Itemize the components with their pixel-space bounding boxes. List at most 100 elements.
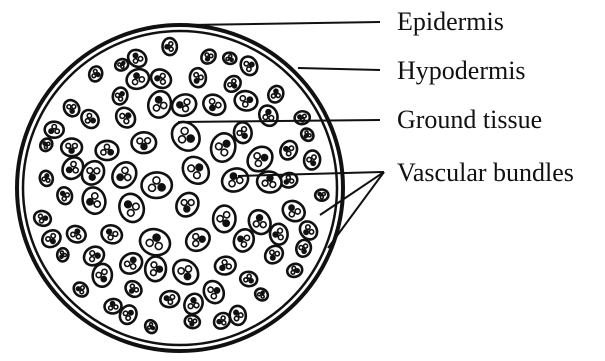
- xylem-vessel: [278, 235, 283, 240]
- xylem-vessel: [168, 299, 173, 304]
- vascular-bundle: [199, 47, 219, 67]
- bundle-sheath: [168, 255, 203, 289]
- xylem-vessel: [234, 310, 239, 315]
- xylem-vessel: [121, 61, 125, 65]
- xylem-vessel: [52, 124, 56, 128]
- bundle-sheath: [141, 172, 173, 199]
- bundle-sheath: [112, 104, 139, 131]
- bundle-sheath: [177, 152, 214, 189]
- bundle-sheath: [212, 205, 236, 233]
- bundle-sheath: [269, 223, 289, 246]
- vascular-bundle: [124, 66, 152, 92]
- bundle-sheath: [181, 291, 206, 317]
- vascular-bundle: [107, 158, 141, 193]
- vascular-bundle: [265, 83, 286, 105]
- vascular-bundle: [39, 227, 64, 251]
- vascular-bundle: [177, 152, 214, 189]
- bundle-sheath: [233, 121, 253, 144]
- xylem-vessel: [234, 316, 239, 321]
- xylem-vessel: [169, 47, 173, 51]
- xylem-vessel: [120, 91, 125, 96]
- vascular-bundle: [256, 102, 281, 128]
- xylem-vessel: [220, 148, 228, 156]
- xylem-vessel: [261, 291, 265, 295]
- xylem-vessel: [93, 200, 101, 208]
- vascular-bundle: [116, 249, 146, 278]
- xylem-vessel: [217, 215, 224, 222]
- vascular-bundle: [112, 104, 139, 131]
- xylem-vessel: [120, 65, 124, 69]
- vascular-bundles-leader-line-2: [320, 172, 384, 215]
- vascular-bundle: [162, 38, 178, 56]
- xylem-vessel: [249, 278, 254, 283]
- vascular-bundle: [255, 170, 283, 195]
- xylem-vessel: [80, 285, 85, 290]
- xylem-vessel: [69, 148, 74, 153]
- xylem-vessel: [50, 238, 56, 244]
- vascular-bundle: [238, 54, 261, 78]
- vascular-bundle: [87, 65, 104, 83]
- epidermis-label: Epidermis: [397, 7, 504, 36]
- xylem-vessel: [165, 45, 169, 49]
- vascular-bundle: [145, 89, 174, 120]
- vascular-bundle: [200, 91, 229, 119]
- xylem-vessel: [96, 272, 102, 278]
- vascular-bundle: [218, 164, 251, 195]
- xylem-vessel: [286, 175, 291, 180]
- xylem-vessel: [39, 218, 44, 223]
- bundle-sheath: [256, 102, 281, 128]
- xylem-vessel: [60, 191, 65, 196]
- hypodermis-leader-line: [298, 68, 380, 70]
- xylem-vessel: [134, 287, 140, 293]
- vascular-bundle: [315, 190, 328, 201]
- xylem-vessel: [151, 262, 157, 268]
- vascular-bundle: [144, 256, 166, 282]
- ground-tissue-leader-line: [178, 120, 380, 122]
- xylem-vessel: [55, 129, 59, 133]
- xylem-vessel: [291, 270, 296, 275]
- vascular-bundle: [169, 91, 200, 120]
- xylem-vessel: [106, 229, 112, 235]
- xylem-vessel: [292, 266, 297, 271]
- vascular-bundle: [294, 110, 311, 125]
- xylem-vessel: [199, 75, 204, 80]
- xylem-vessel: [193, 302, 199, 308]
- vascular-bundle: [131, 132, 156, 154]
- vascular-bundle: [181, 291, 206, 317]
- vascular-bundle: [294, 238, 313, 258]
- xylem-vessel: [320, 196, 323, 199]
- vascular-bundle: [182, 224, 214, 255]
- vascular-bundle: [55, 186, 74, 206]
- xylem-vessel: [73, 143, 78, 148]
- xylem-vessel: [66, 104, 72, 110]
- xylem-vessel: [277, 228, 282, 233]
- xylem-vessel: [156, 266, 162, 272]
- xylem-vessel: [215, 142, 223, 150]
- bundle-sheath: [172, 189, 203, 221]
- xylem-vessel: [242, 101, 248, 107]
- vascular-bundle: [143, 318, 159, 335]
- vascular-bundle: [71, 280, 91, 300]
- xylem-vessel: [96, 72, 100, 76]
- xylem-vessel: [115, 93, 120, 98]
- vascular-bundle: [299, 126, 316, 143]
- xylem-vessel: [42, 177, 46, 181]
- bundle-sheath: [79, 185, 108, 217]
- xylem-vessel: [148, 184, 155, 191]
- bundle-sheath: [116, 191, 148, 226]
- vascular-bundle: [213, 255, 237, 277]
- vascular-bundle: [136, 225, 173, 259]
- xylem-vessel: [110, 301, 115, 306]
- xylem-vessel: [38, 214, 43, 219]
- xylem-vessel: [262, 114, 268, 120]
- vascular-bundle: [57, 248, 70, 262]
- xylem-vessel: [170, 294, 175, 299]
- bundle-sheath: [124, 66, 152, 92]
- xylem-vessel: [223, 212, 230, 219]
- xylem-vessel: [147, 326, 151, 330]
- vascular-bundle: [95, 141, 118, 161]
- xylem-vessel: [86, 198, 94, 206]
- bundle-sheath: [218, 164, 251, 195]
- xylem-vessel: [322, 193, 325, 196]
